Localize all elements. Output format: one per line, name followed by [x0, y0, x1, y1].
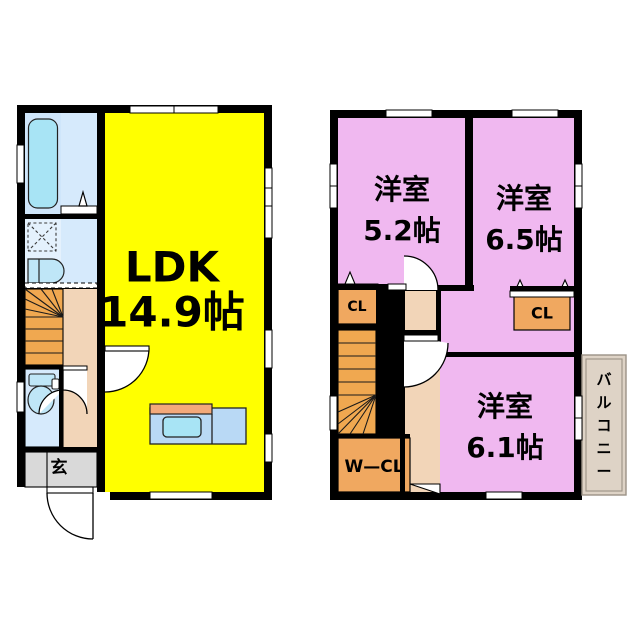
- bath-door-sill: [60, 205, 98, 215]
- wall-se-bedroom-top: [436, 352, 574, 357]
- toilet-door-leaf: [62, 365, 88, 371]
- ldk-door-leaf: [104, 345, 150, 352]
- wall-hall-ldk: [97, 113, 105, 492]
- floor1-plan: LDK 14.9帖 玄: [16, 105, 273, 540]
- window-ne-north: [511, 109, 559, 118]
- balcony-label-char-4: ー: [596, 463, 611, 481]
- washing-machine-pan-x2: [27, 222, 57, 252]
- se-bedroom-entry-marker: [409, 483, 441, 495]
- window-se-south: [485, 491, 523, 500]
- window-ldk-south: [149, 491, 213, 500]
- balcony-label-char-3: ニ: [596, 440, 611, 458]
- bedroom-nw-door-arc: [403, 255, 439, 291]
- bathtub-icon: [27, 118, 59, 209]
- toilet-lever-icon: [51, 378, 60, 390]
- floor1-windows: [16, 105, 273, 500]
- ldk-door-arc: [104, 347, 150, 393]
- window-nw-north: [385, 109, 433, 118]
- room-bedroom-se: [440, 356, 574, 492]
- wall-landing-north: [404, 285, 474, 291]
- balcony-rail: [585, 358, 623, 492]
- wall-bath-washroom: [25, 214, 97, 219]
- stairs-1f: [24, 288, 64, 366]
- bedroom-se-door-leaf: [403, 334, 439, 342]
- vanity-sink-icon: [27, 258, 65, 284]
- bedroom-nw-door-fill: [404, 256, 438, 290]
- window-ldk-east-upper2: [264, 205, 273, 239]
- closet-right-door: [509, 290, 575, 298]
- room-entrance: [24, 451, 98, 488]
- washing-machine-pan-x1: [27, 222, 57, 252]
- wall-stairs-wcl: [338, 434, 410, 438]
- ldk-label-line1: LDK: [125, 243, 221, 292]
- window-stairs-west: [329, 395, 338, 431]
- stairs-2f-treads: [337, 342, 377, 435]
- cooktop-icon: [149, 403, 213, 415]
- ldk-door-swing-fill: [105, 348, 149, 392]
- wall-entrance-top: [25, 447, 97, 452]
- ldk-label-line2: 14.9帖: [99, 288, 245, 337]
- wall-stairs-east: [376, 290, 380, 438]
- room-bedroom-ne: [473, 118, 574, 290]
- wall-hall-west: [400, 290, 405, 492]
- kitchen-sink-icon: [162, 416, 202, 438]
- wall-nw-closet-top: [338, 284, 408, 290]
- balcony-label-char-1: ル: [596, 394, 611, 412]
- bedroom-ne-label-line1: 洋室: [496, 182, 552, 215]
- wall-stairs-toilet: [25, 365, 63, 369]
- toilet-door-arc: [62, 368, 88, 415]
- bedroom-ne-label-line2: 6.5帖: [485, 223, 563, 256]
- bedroom-se-door-fill: [404, 335, 448, 387]
- bedroom-se-label-line1: 洋室: [477, 390, 533, 423]
- wall-hall-east-upper: [436, 290, 441, 352]
- window-toilet-west: [16, 381, 25, 413]
- floor2-plan: 洋室 5.2帖 洋室 6.5帖 洋室 6.1帖 CL CL W—CL バ ル コ…: [329, 109, 627, 500]
- wall-bedroom-divider: [465, 118, 473, 290]
- bedroom-nw-label-line1: 洋室: [374, 173, 430, 206]
- balcony-label-char-0: バ: [596, 371, 611, 389]
- window-ldk-east-mid: [264, 329, 273, 369]
- bedroom-nw-label-line2: 5.2帖: [363, 214, 441, 247]
- washing-machine-pan-icon: [27, 222, 57, 252]
- walk-in-closet-label: W—CL: [344, 457, 403, 477]
- wall-toilet-east: [59, 369, 63, 447]
- balcony-label: バ ル コ ニ ー: [596, 371, 611, 481]
- stairs-1f-treads: [24, 288, 64, 354]
- bath-door-swing-icon: [78, 189, 88, 207]
- closet-right: [513, 295, 571, 331]
- wall-cl-right-top: [510, 286, 574, 291]
- front-door-swing-icon: [46, 492, 94, 540]
- closet-right-label: CL: [531, 304, 553, 323]
- wall-landing-mid: [404, 330, 440, 335]
- toilet-bowl-icon: [27, 385, 55, 415]
- closet-left-label: CL: [347, 299, 366, 315]
- toilet-door-swing-fill: [63, 368, 87, 414]
- window-ldk-east-lower: [264, 433, 273, 463]
- front-door-leaf: [46, 486, 94, 494]
- balcony: [581, 354, 627, 496]
- window-bath-west: [16, 144, 25, 184]
- bedroom-se-label-line2: 6.1帖: [466, 431, 544, 464]
- bedroom-se-door-arc: [403, 342, 449, 388]
- floor2-hall-pink: [440, 290, 473, 352]
- wall-closet-stairs: [338, 326, 380, 330]
- washroom-sliding-door: [24, 282, 98, 289]
- bedroom-nw-door-leaf: [387, 283, 407, 291]
- toilet-tank-icon: [28, 373, 56, 387]
- room-bedroom-nw: [338, 118, 465, 290]
- entrance-label: 玄: [51, 457, 68, 478]
- balcony-label-char-2: コ: [596, 417, 611, 435]
- floor2-windows: [329, 109, 583, 500]
